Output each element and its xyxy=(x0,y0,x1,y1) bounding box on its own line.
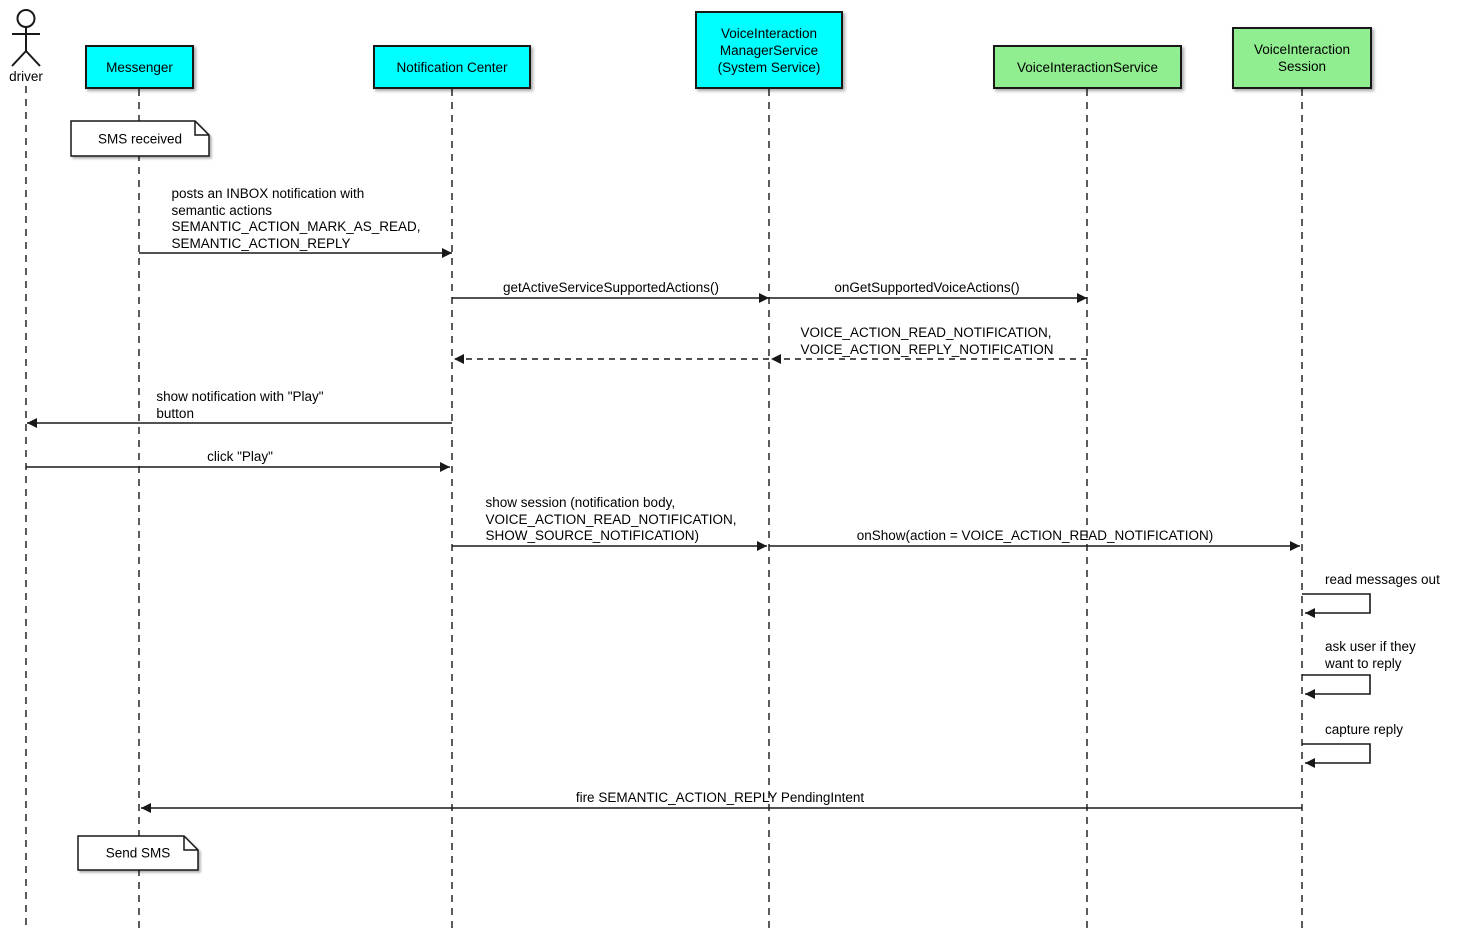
arrow-self-read-messages-out xyxy=(1302,593,1371,618)
label-fire-semantic-action-reply: fire SEMANTIC_ACTION_REPLY PendingIntent xyxy=(575,790,865,805)
label-on-get-supported-voice-actions: onGetSupportedVoiceActions() xyxy=(834,280,1020,295)
note-sms-received-fold-icon xyxy=(194,121,209,136)
message-arrows xyxy=(26,248,1371,813)
note-shapes xyxy=(70,120,210,871)
label-return-supported-voice-actions: VOICE_ACTION_READ_NOTIFICATION, VOICE_AC… xyxy=(800,325,1054,357)
label-show-session: show session (notification body, VOICE_A… xyxy=(485,495,737,543)
label-on-show: onShow(action = VOICE_ACTION_READ_NOTIFI… xyxy=(856,528,1214,543)
label-posts-inbox-notification: posts an INBOX notification with semanti… xyxy=(171,186,421,251)
note-sms-received-shape xyxy=(70,120,210,157)
note-send-sms-fold-icon xyxy=(183,836,198,851)
label-show-notification-play-button: show notification with "Play" button xyxy=(156,389,324,421)
label-get-active-service-supported-actions: getActiveServiceSupportedActions() xyxy=(502,280,720,295)
participant-voice-interaction-session: VoiceInteraction Session xyxy=(1232,27,1372,89)
note-sms-received: SMS received xyxy=(97,131,183,147)
label-ask-user-to-reply: ask user if they want to reply xyxy=(1325,639,1416,671)
arrow-self-capture-reply xyxy=(1302,743,1371,768)
actor-driver-label: driver xyxy=(9,69,43,84)
lifelines xyxy=(25,86,1303,929)
participant-voice-interaction-manager-service: VoiceInteraction ManagerService (System … xyxy=(695,11,843,89)
label-click-play: click "Play" xyxy=(207,449,273,464)
label-read-messages-out: read messages out xyxy=(1325,572,1440,587)
participant-voice-interaction-service: VoiceInteractionService xyxy=(993,45,1182,89)
note-send-sms: Send SMS xyxy=(105,845,171,861)
label-capture-reply: capture reply xyxy=(1325,722,1404,737)
actor-driver-icon xyxy=(11,9,41,67)
participant-messenger: Messenger xyxy=(85,45,194,89)
participant-notification-center: Notification Center xyxy=(373,45,531,89)
arrow-self-ask-user-to-reply xyxy=(1302,674,1371,699)
note-send-sms-shape xyxy=(77,835,199,871)
